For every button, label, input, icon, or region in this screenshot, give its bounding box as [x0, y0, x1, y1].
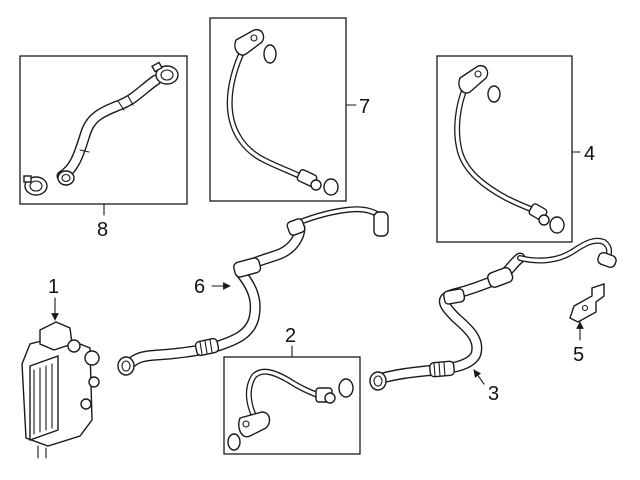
callout-label-3: 3 — [488, 383, 499, 405]
part-8-hose — [56, 74, 162, 182]
part-8-clamp-top — [151, 61, 179, 85]
part-3-sleeve-upper — [443, 267, 514, 305]
part-5-bracket — [569, 283, 605, 323]
part-2-pipe — [245, 368, 323, 421]
part-7-oring-bottom — [323, 178, 339, 196]
part-7-pipe — [226, 45, 307, 181]
part-2-fitting-end — [315, 387, 336, 404]
callout-label-5: 5 — [573, 344, 584, 366]
part-4-pipe — [454, 83, 541, 215]
callout-label-4: 4 — [584, 143, 595, 165]
part-4-flange — [458, 64, 489, 94]
callout-label-8: 8 — [97, 219, 108, 241]
part-6-pipe-end — [373, 211, 389, 237]
part-4-oring-top — [487, 85, 501, 103]
part-3-sleeve-lower — [429, 360, 455, 378]
callout-label-2: 2 — [285, 325, 296, 347]
part-2-flange — [238, 411, 271, 438]
part-4-oring-bottom — [549, 216, 565, 234]
part-8-connector — [57, 170, 75, 186]
part-2-detail-box — [223, 345, 361, 455]
leader-3 — [473, 369, 485, 385]
part-4-detail-box — [436, 55, 581, 243]
part-8-detail-box — [19, 55, 188, 216]
part-4-fitting-end — [528, 203, 550, 226]
part-3-end-fitting — [369, 371, 387, 391]
part-7-flange — [234, 28, 265, 56]
part-2-oring-right — [338, 378, 354, 398]
callout-label-6: 6 — [194, 276, 205, 298]
part-7-oring-top — [263, 44, 277, 64]
callout-label-1: 1 — [48, 276, 59, 298]
callout-labels: 1 2 3 4 5 6 7 8 — [48, 96, 595, 405]
part-3-hose-assembly — [369, 237, 617, 391]
part-2-oring-left — [227, 433, 241, 451]
callout-label-7: 7 — [359, 96, 370, 118]
part-6-hose-assembly — [117, 206, 389, 376]
part-8-clamp-bottom — [23, 175, 48, 196]
part-6-end-fitting — [117, 356, 135, 376]
part-1-oil-cooler — [21, 321, 100, 459]
part-7-detail-box — [209, 17, 357, 202]
part-6-sleeve-lower — [194, 337, 220, 357]
leader-lines — [51, 282, 584, 385]
part-6-sleeve-upper — [233, 218, 306, 278]
part-7-fitting-end — [296, 169, 322, 191]
part-3-pipe-end — [597, 251, 617, 269]
